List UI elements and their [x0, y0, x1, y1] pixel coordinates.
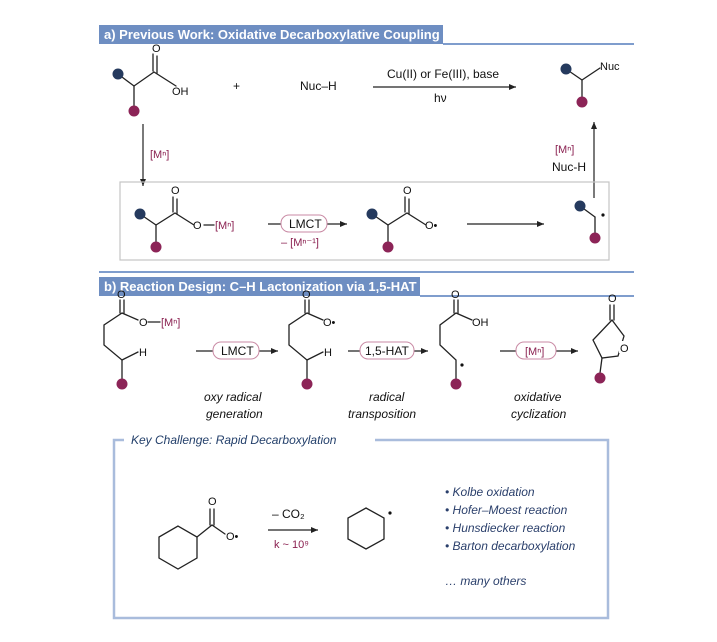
ester-o-label: O — [193, 220, 202, 232]
caption-radical: radical — [369, 390, 405, 404]
ester-o-label: O — [139, 317, 148, 329]
caption-transposition: transposition — [348, 407, 416, 421]
navy-substituent — [112, 68, 124, 80]
light-label: hν — [434, 91, 447, 105]
lactone-product: O O — [592, 293, 629, 384]
carbonyl-o-label: O — [117, 289, 126, 301]
carbonyl-o-label: O — [152, 43, 161, 55]
acid-oh-label: OH — [472, 317, 489, 329]
cyclohexyl-radical — [347, 507, 392, 550]
metal-up-label: [Mⁿ] — [555, 144, 574, 156]
pill-metal-label: [Mⁿ] — [525, 346, 544, 358]
lmct-label: LMCT — [289, 217, 322, 231]
list-item: • Hunsdiecker reaction — [445, 521, 566, 535]
section-a-header: a) Previous Work: Oxidative Decarboxylat… — [104, 27, 440, 42]
magenta-substituent — [301, 378, 313, 390]
section-b: b) Reaction Design: C–H Lactonization vi… — [99, 271, 634, 421]
coupling-conditions: Cu(II) or Fe(III), base — [387, 67, 499, 81]
radical-dot — [601, 213, 605, 217]
list-item: • Barton decarboxylation — [445, 539, 576, 553]
radical-o-label: O• — [323, 317, 336, 329]
product-nuc-label: Nuc — [600, 61, 620, 73]
pill-hat-label: 1,5-HAT — [365, 344, 409, 358]
carbonyl-o-label: O — [208, 496, 217, 508]
magenta-substituent — [576, 96, 588, 108]
caption-cyclization: cyclization — [511, 407, 567, 421]
lmct-pill-b — [212, 341, 260, 360]
acid-oh-label: OH — [172, 86, 189, 98]
magenta-substituent — [450, 378, 462, 390]
carboxyl-radical-molecule: O O• — [366, 185, 438, 253]
oxy-radical-chain: O O• H — [288, 289, 336, 390]
intermediate-box — [119, 181, 610, 261]
metal-down-label: [Mⁿ] — [150, 149, 169, 161]
carbonyl-o-label: O — [302, 289, 311, 301]
magenta-substituent — [116, 378, 128, 390]
magenta-substituent — [382, 241, 394, 253]
metal-ester-chain: O O [Mⁿ] H — [103, 289, 180, 390]
pill-lmct-label: LMCT — [221, 344, 254, 358]
section-a-header-bg — [99, 25, 443, 44]
carbonyl-o-label: O — [451, 289, 460, 301]
navy-substituent — [366, 208, 378, 220]
lmct-pill — [280, 214, 328, 233]
nucleophile-label: Nuc–H — [300, 79, 337, 93]
carbon-radical-acid-chain: O OH — [439, 289, 489, 390]
carbonyl-o-label: O — [403, 185, 412, 197]
ester-metal-label: [Mⁿ] — [215, 220, 234, 232]
radical-dot — [460, 363, 464, 367]
minus-co2-label: – CO₂ — [272, 507, 305, 521]
carbonyl-o-label: O — [171, 185, 180, 197]
nuc-h-up-label: Nuc-H — [552, 160, 586, 174]
section-b-header: b) Reaction Design: C–H Lactonization vi… — [104, 279, 417, 294]
radical-dot — [388, 511, 392, 515]
alkyl-radical-molecule — [574, 200, 605, 244]
navy-substituent — [134, 208, 146, 220]
carbonyl-o-label: O — [608, 293, 617, 305]
ring-o-label: O — [620, 343, 629, 355]
metal-carboxylate-molecule: O O [Mⁿ] — [134, 185, 234, 253]
metal-pill — [515, 341, 557, 360]
list-item: • Kolbe oxidation — [445, 485, 535, 499]
magenta-substituent — [150, 241, 162, 253]
cyclohexyl-carboxyl-radical: O O• — [158, 496, 239, 570]
challenge-title: Key Challenge: Rapid Decarboxylation — [131, 433, 337, 447]
caption-generation: generation — [206, 407, 263, 421]
list-item: • Hofer–Moest reaction — [445, 503, 568, 517]
magenta-substituent — [594, 372, 606, 384]
section-b-header-bg — [99, 277, 420, 296]
rate-constant-label: k ~ 10⁹ — [274, 539, 309, 551]
magenta-substituent — [128, 105, 140, 117]
carboxylic-acid-molecule: O OH — [112, 43, 189, 117]
caption-oxy-radical: oxy radical — [204, 390, 262, 404]
magenta-substituent — [589, 232, 601, 244]
hydrogen-label-1: H — [139, 347, 147, 359]
navy-substituent — [574, 200, 586, 212]
radical-o-label: O• — [226, 531, 239, 543]
reduced-metal-label: – [Mⁿ⁻¹] — [281, 237, 319, 249]
many-others-label: … many others — [445, 574, 526, 588]
navy-substituent — [560, 63, 572, 75]
challenge-box-border — [112, 438, 610, 620]
plus-sign: + — [233, 79, 240, 93]
caption-oxidative: oxidative — [514, 390, 562, 404]
hat-pill — [359, 341, 415, 360]
radical-o-label: O• — [425, 220, 438, 232]
key-challenge-panel: Key Challenge: Rapid Decarboxylation O O… — [112, 433, 610, 620]
ring-o-mask — [619, 341, 629, 353]
hydrogen-label-2: H — [324, 347, 332, 359]
section-a: a) Previous Work: Oxidative Decarboxylat… — [99, 25, 634, 261]
ester-metal-label: [Mⁿ] — [161, 317, 180, 329]
coupled-product-molecule: Nuc — [560, 61, 620, 108]
